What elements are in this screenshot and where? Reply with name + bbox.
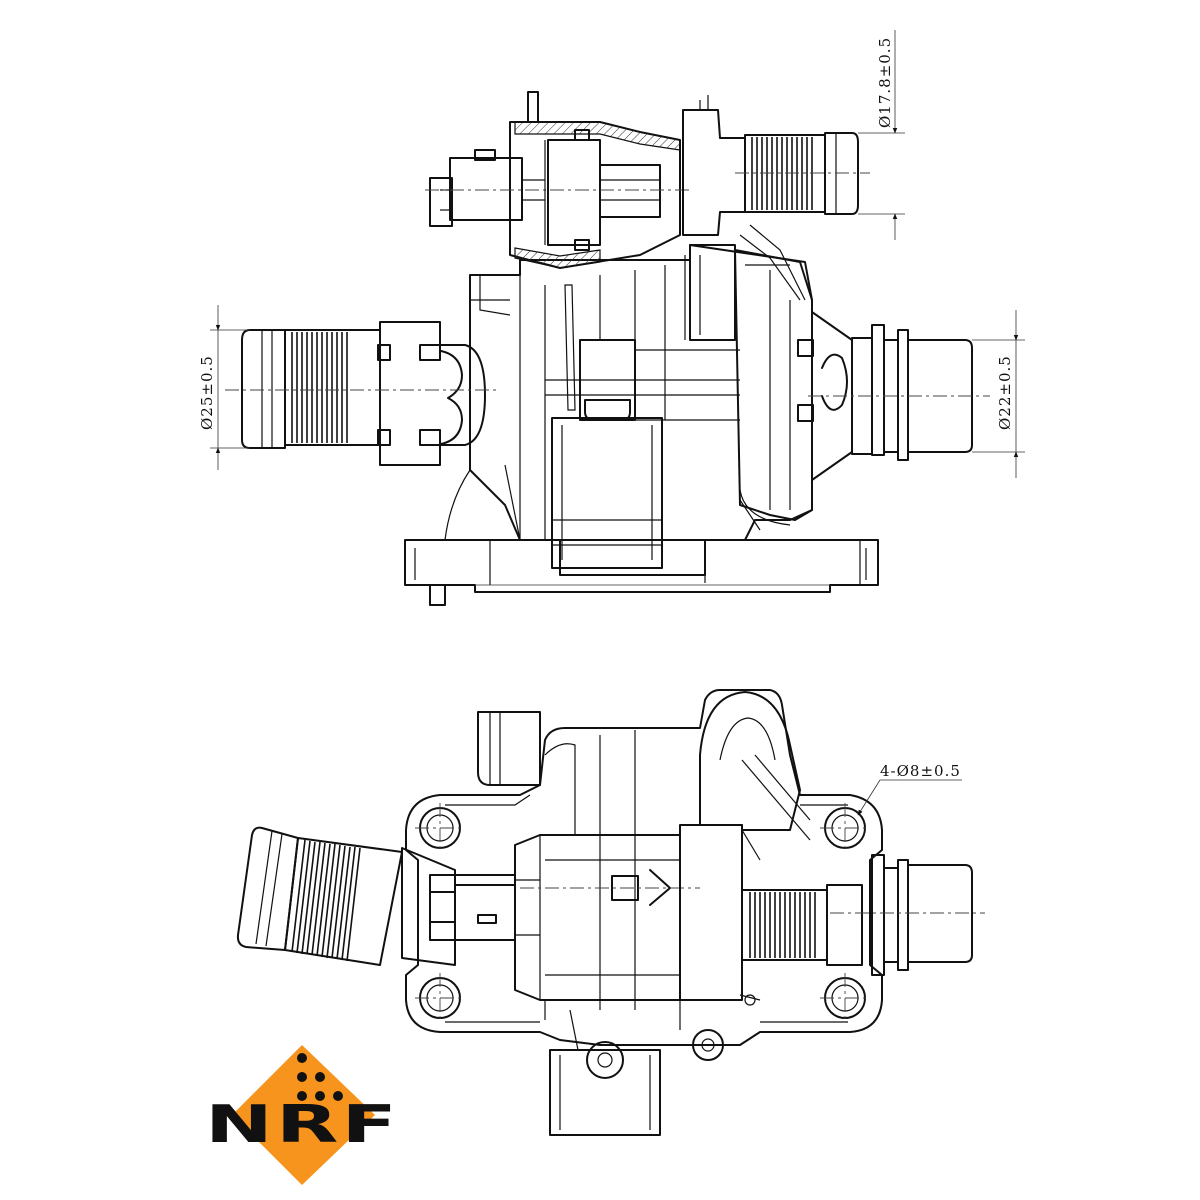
mount-hole-top-right xyxy=(820,803,870,853)
inlet-left-ribs xyxy=(291,332,348,443)
dim-label-mount-holes: 4-Ø8±0.5 xyxy=(880,762,961,780)
bottom-view xyxy=(236,689,985,1136)
inlet-bottom-ribs xyxy=(291,839,361,962)
outlet-top-ribs xyxy=(751,137,813,210)
logo-text: NRF xyxy=(205,1095,400,1155)
dim-label-outlet-top: Ø17.8±0.5 xyxy=(876,37,894,128)
dim-label-inlet-left: Ø25±0.5 xyxy=(198,355,216,430)
dim-label-outlet-right: Ø22±0.5 xyxy=(996,355,1014,430)
mount-hole-bottom-right xyxy=(820,973,870,1023)
dimension-outlet-right: Ø22±0.5 xyxy=(972,310,1025,478)
mount-hole-top-left xyxy=(415,803,465,853)
logo-diamond xyxy=(232,1045,375,1185)
nrf-logo: NRF xyxy=(205,1045,400,1185)
dimension-outlet-top: Ø17.8±0.5 xyxy=(858,30,905,240)
outlet-bottom-ribs xyxy=(749,892,816,958)
side-view xyxy=(225,91,990,606)
mount-hole-bottom-left xyxy=(415,973,465,1023)
dimension-mount-holes: 4-Ø8±0.5 xyxy=(857,762,962,816)
dimension-inlet-left: Ø25±0.5 xyxy=(198,305,250,470)
